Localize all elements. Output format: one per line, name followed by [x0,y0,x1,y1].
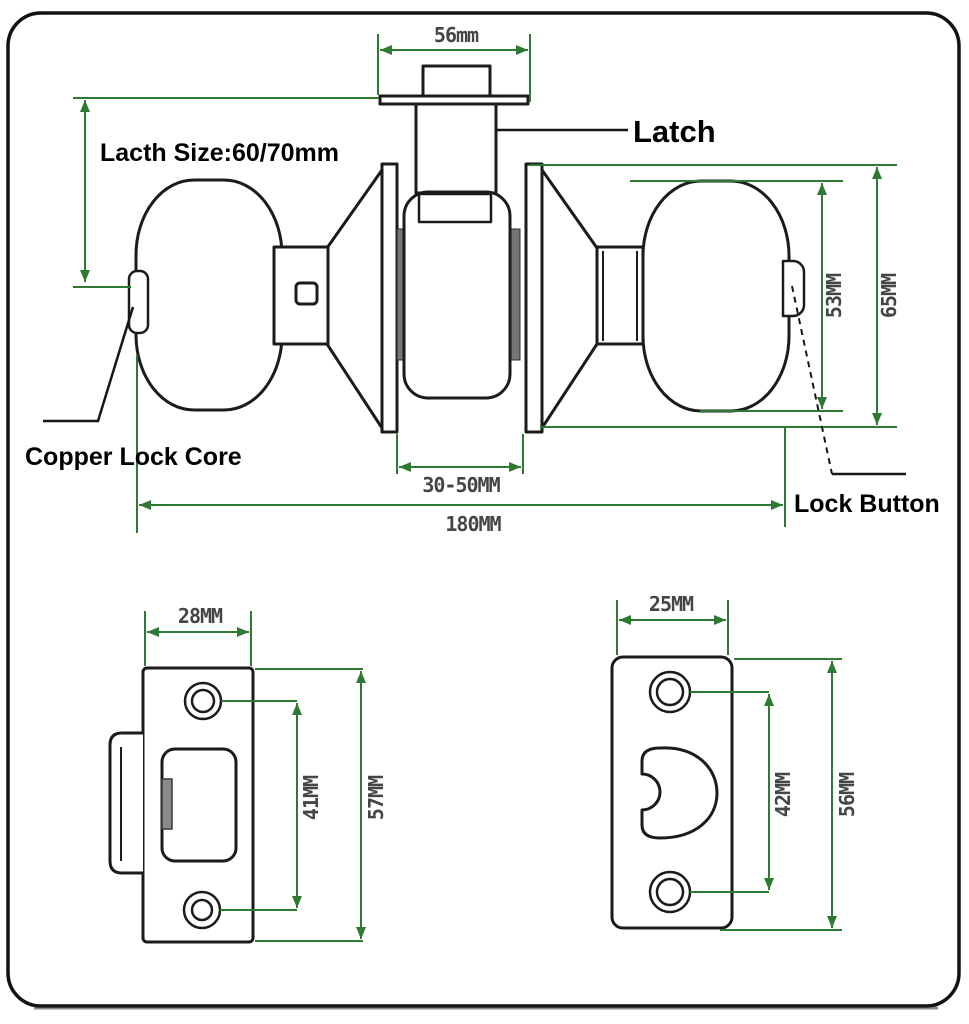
strike-screw-hole-bottom-inner [190,898,214,922]
right-rose-plate [524,162,544,434]
copper-lock-core-face [127,269,150,335]
latch-size-label: Lacth Size:60/70mm [100,139,339,167]
dim-text-56mm: 56mm [434,23,479,47]
strike-latch-opening [160,747,238,863]
assembly-dimensions: 56mm Lacth Size:60/70mm 65MM 53MM [25,23,940,536]
faceplate-screw-hole-top-inner [655,677,685,707]
dim-latch-size: Lacth Size:60/70mm [73,97,379,288]
dim-text-30-50mm: 30-50MM [422,473,500,497]
dim-text-56mm-plate: 56MM [835,772,859,817]
dim-strike-width: 28MM [144,604,252,666]
dim-overall-length: 180MM [136,355,786,536]
page-border [6,11,961,1008]
dim-text-180mm: 180MM [445,512,501,536]
dim-text-53mm: 53MM [822,273,846,318]
left-knob-group [127,178,330,412]
copper-lock-core-leader [43,306,135,423]
right-knob [641,179,791,413]
dim-faceplate-width: 25MM [616,592,729,655]
latch-bolt-face [640,746,719,840]
spindle-hole [294,281,319,306]
lock-chassis [402,190,512,400]
right-rose-flange [540,168,599,430]
dim-faceplate-height: 56MM [720,658,859,931]
dim-text-65mm: 65MM [877,273,901,318]
strike-screw-hole-top-inner [190,688,216,714]
dim-rose-diameter: 65MM [530,164,901,428]
dim-door-thickness: 30-50MM [396,434,524,497]
dim-faceplate-screw-spacing: 42MM [690,691,795,893]
strike-opening-notch [161,778,173,830]
right-knob-group [595,179,806,413]
strike-plate-figure: 28MM 41MM 57MM [108,604,388,944]
latch-label: Latch [633,114,716,149]
dim-text-25mm: 25MM [649,592,694,616]
dim-strike-screw-spacing: 41MM [220,700,323,911]
lock-button-label: Lock Button [794,490,940,518]
dim-text-42mm: 42MM [771,772,795,817]
latch-bolt [421,64,492,99]
left-knob [134,178,284,412]
dim-text-57mm: 57MM [364,775,388,820]
left-rose-flange [325,168,384,430]
faceplate-screw-hole-bottom-inner [655,877,685,907]
left-rose-plate [380,162,399,434]
dim-text-41mm: 41MM [299,775,323,820]
dim-strike-height: 57MM [255,668,388,942]
dim-latch-faceplate-width: 56mm [377,23,531,102]
spindle-housing [417,192,493,224]
latch-faceplate-figure: 25MM 42MM 56MM [610,592,859,931]
dim-knob-diameter: 53MM [630,180,846,412]
latch-body [414,102,498,195]
right-knob-neck [595,245,645,346]
copper-lock-core-label: Copper Lock Core [25,443,242,471]
dim-text-28mm: 28MM [178,604,223,628]
strike-plate-lip-tab [108,731,143,875]
knob-assembly [127,64,806,434]
